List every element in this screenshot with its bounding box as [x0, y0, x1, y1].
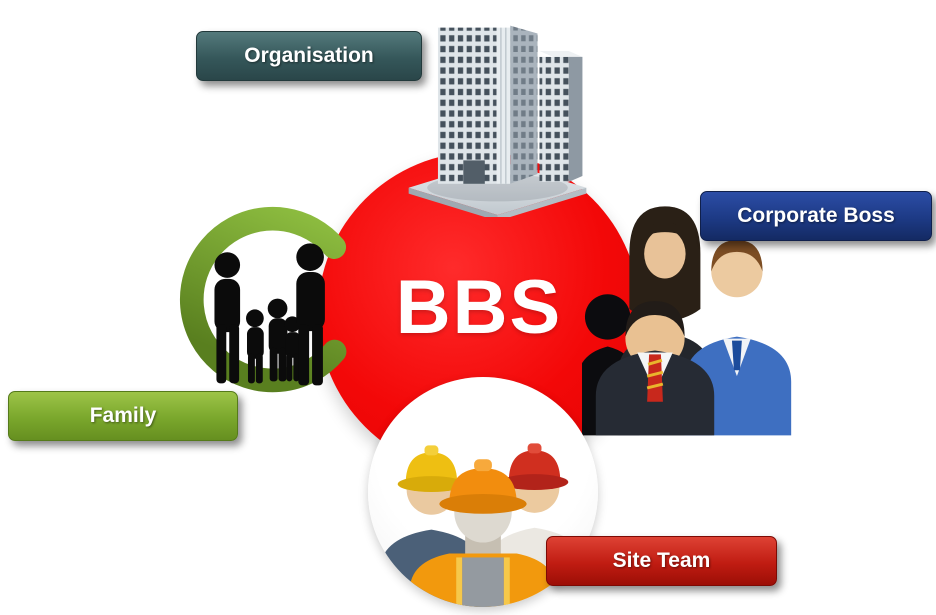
- family-silhouettes-with-green-ring-icon: [166, 198, 398, 410]
- site-team-label-text: Site Team: [612, 549, 711, 572]
- business-people-icon: [582, 188, 804, 436]
- bbs-center-label: BBS: [395, 264, 563, 350]
- organisation-label-text: Organisation: [244, 44, 374, 67]
- corporate-boss-label-text: Corporate Boss: [737, 204, 895, 227]
- corporate-boss-label: Corporate Boss: [700, 191, 932, 241]
- office-building-icon: [395, 12, 600, 217]
- family-label: Family: [8, 391, 238, 441]
- organisation-label: Organisation: [196, 31, 422, 81]
- family-label-text: Family: [89, 404, 157, 427]
- site-team-label: Site Team: [546, 536, 777, 586]
